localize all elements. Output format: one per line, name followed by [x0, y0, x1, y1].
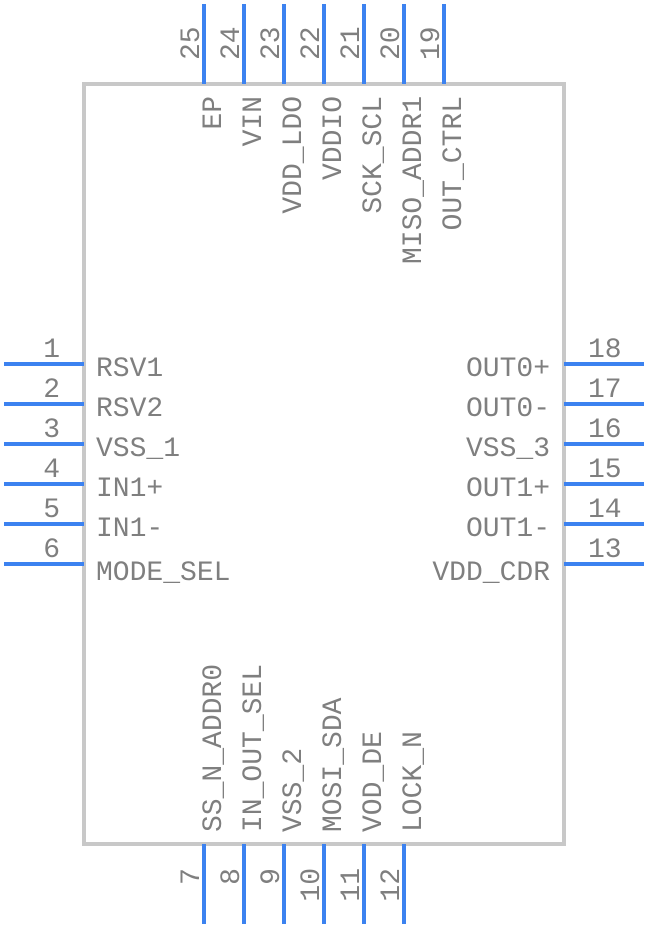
pin-name-1: RSV1 [96, 354, 163, 385]
pin-number-25: 25 [177, 26, 208, 60]
pin-name-25: EP [199, 96, 230, 130]
pin-name-8: IN_OUT_SEL [239, 664, 270, 832]
pin-number-14: 14 [588, 495, 622, 526]
pin-number-8: 8 [217, 868, 248, 885]
pin-name-19: OUT_CTRL [439, 96, 470, 230]
pin-number-15: 15 [588, 455, 622, 486]
pin-number-12: 12 [377, 868, 408, 902]
pin-number-2: 2 [43, 375, 60, 406]
pin-number-10: 10 [297, 868, 328, 902]
pin-number-4: 4 [43, 455, 60, 486]
pin-name-21: SCK_SCL [359, 96, 390, 214]
pin-name-9: VSS_2 [279, 748, 310, 832]
pin-number-21: 21 [337, 26, 368, 60]
pin-number-1: 1 [43, 335, 60, 366]
pin-name-13: VDD_CDR [432, 558, 550, 589]
pin-number-3: 3 [43, 415, 60, 446]
pin-name-12: LOCK_N [399, 731, 430, 832]
pin-name-11: VOD_DE [359, 731, 390, 832]
pin-name-23: VDD_LDO [279, 96, 310, 214]
pin-name-2: RSV2 [96, 394, 163, 425]
pin-layer: 1RSV12RSV23VSS_14IN1+5IN1-6MODE_SEL13VDD… [4, 4, 644, 924]
pin-name-15: OUT1+ [466, 474, 550, 505]
pin-name-10: MOSI_SDA [319, 697, 350, 832]
pin-number-19: 19 [417, 26, 448, 60]
pin-name-18: OUT0+ [466, 354, 550, 385]
pin-number-11: 11 [337, 868, 368, 902]
pin-number-24: 24 [217, 26, 248, 60]
pin-name-20: MISO_ADDR1 [399, 96, 430, 264]
pin-number-17: 17 [588, 375, 622, 406]
pin-number-20: 20 [377, 26, 408, 60]
pin-name-6: MODE_SEL [96, 558, 230, 589]
pin-name-24: VIN [239, 96, 270, 146]
pin-number-5: 5 [43, 495, 60, 526]
pin-name-3: VSS_1 [96, 434, 180, 465]
pin-number-9: 9 [257, 868, 288, 885]
pin-name-17: OUT0- [466, 394, 550, 425]
pin-name-14: OUT1- [466, 514, 550, 545]
pin-name-22: VDDIO [319, 96, 350, 180]
pin-name-7: SS_N_ADDR0 [199, 664, 230, 832]
pin-number-13: 13 [588, 535, 622, 566]
pin-name-4: IN1+ [96, 474, 163, 505]
pin-name-5: IN1- [96, 514, 163, 545]
pin-number-6: 6 [43, 535, 60, 566]
pin-number-18: 18 [588, 335, 622, 366]
pin-number-22: 22 [297, 26, 328, 60]
pin-number-7: 7 [177, 868, 208, 885]
pin-name-16: VSS_3 [466, 434, 550, 465]
pin-number-23: 23 [257, 26, 288, 60]
pin-number-16: 16 [588, 415, 622, 446]
